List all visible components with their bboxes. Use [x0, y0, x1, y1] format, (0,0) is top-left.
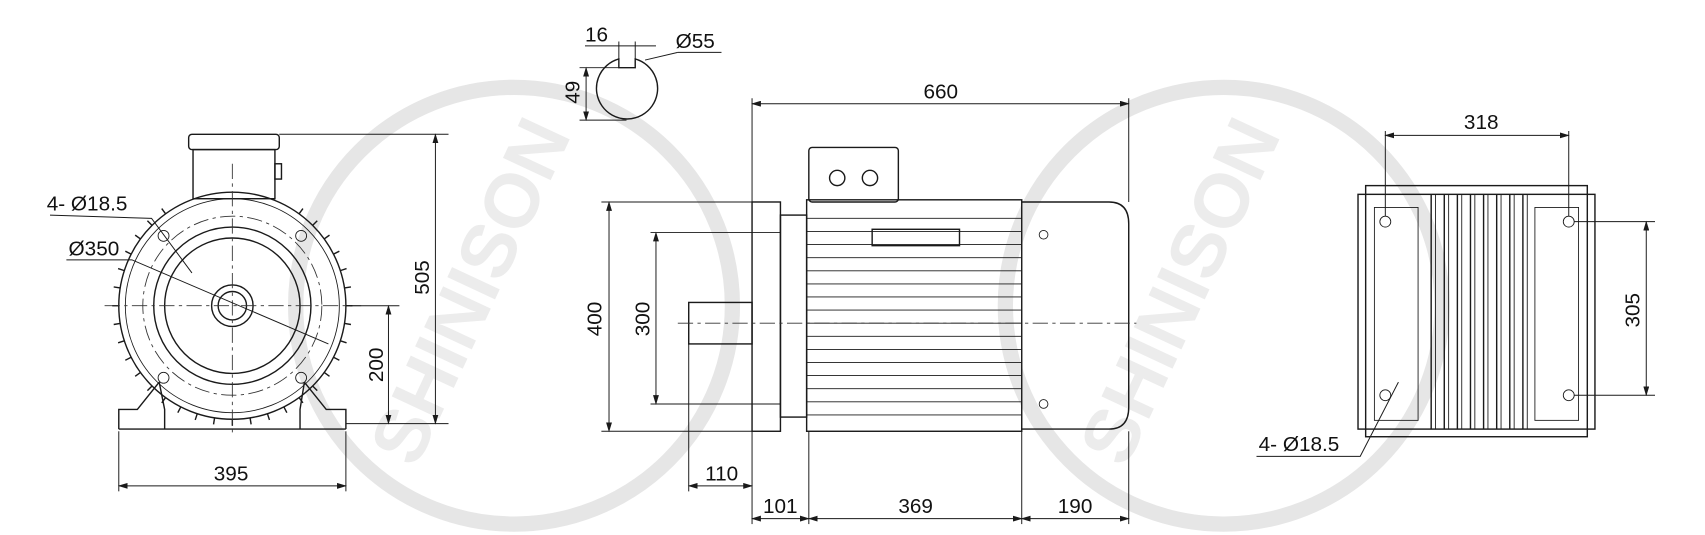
- fin-line: [340, 267, 347, 272]
- dimension-190: 190: [1058, 495, 1093, 518]
- fin-line: [344, 322, 352, 326]
- fin-line: [344, 286, 352, 289]
- dimension-101: 101: [763, 495, 798, 518]
- shaft-height-dimension: 200: [365, 348, 388, 383]
- dimension-369: 369: [898, 495, 933, 518]
- fin-line: [266, 413, 271, 421]
- flange-dimension: 400: [583, 302, 606, 337]
- fin-line: [333, 250, 340, 255]
- fin-line: [177, 406, 182, 414]
- fin-line: [146, 385, 153, 392]
- watermark-text: SHINISON: [1064, 106, 1297, 477]
- fin-line: [117, 340, 125, 344]
- pcd-label: Ø350: [69, 237, 120, 260]
- total-length-dimension: 660: [923, 80, 958, 103]
- bottom-length-dimension: 305: [1622, 293, 1645, 328]
- fin-line: [283, 406, 288, 414]
- fin-line: [113, 286, 121, 289]
- fin-line: [113, 322, 121, 326]
- fin-line: [312, 385, 318, 392]
- fin-line: [134, 371, 141, 377]
- watermark: SHINISON SHINISON: [288, 79, 1450, 532]
- bottom-hole-callout: 4- Ø18.5: [1259, 433, 1340, 456]
- fin-line: [117, 267, 125, 272]
- fin-line: [312, 220, 318, 226]
- key-depth-dimension: 49: [562, 81, 585, 104]
- hole-callout: 4- Ø18.5: [47, 193, 128, 216]
- height-dimension: 505: [411, 260, 434, 295]
- fin-line: [249, 417, 252, 425]
- fin-line: [333, 356, 340, 361]
- fin-line: [134, 234, 141, 240]
- spigot-dimension: 300: [631, 302, 654, 337]
- fin-line: [161, 397, 167, 404]
- fin-line: [340, 340, 347, 344]
- fin-line: [194, 413, 198, 421]
- shaft-key-detail: 16 Ø55 49: [562, 23, 722, 122]
- bottom-width-dimension: 318: [1464, 111, 1499, 134]
- fin-line: [125, 250, 132, 255]
- watermark-text: SHINISON: [354, 106, 587, 477]
- front-view: 4- Ø18.5 Ø350 505 200 395: [47, 133, 449, 492]
- fin-line: [146, 220, 153, 226]
- fin-line: [161, 208, 167, 215]
- foot-width-dimension: 395: [214, 462, 249, 485]
- fin-line: [298, 208, 304, 215]
- fin-line: [212, 417, 216, 425]
- shaft-length-dimension: 110: [705, 462, 738, 485]
- shaft-diameter-dimension: Ø55: [676, 30, 715, 53]
- fin-line: [323, 371, 330, 377]
- side-view: 660 400 300 110 101 369 190: [583, 80, 1137, 525]
- key-width-dimension: 16: [585, 23, 608, 46]
- bottom-view: 318 305 4- Ø18.5: [1256, 111, 1656, 457]
- fin-line: [323, 234, 330, 240]
- fin-line: [125, 356, 132, 361]
